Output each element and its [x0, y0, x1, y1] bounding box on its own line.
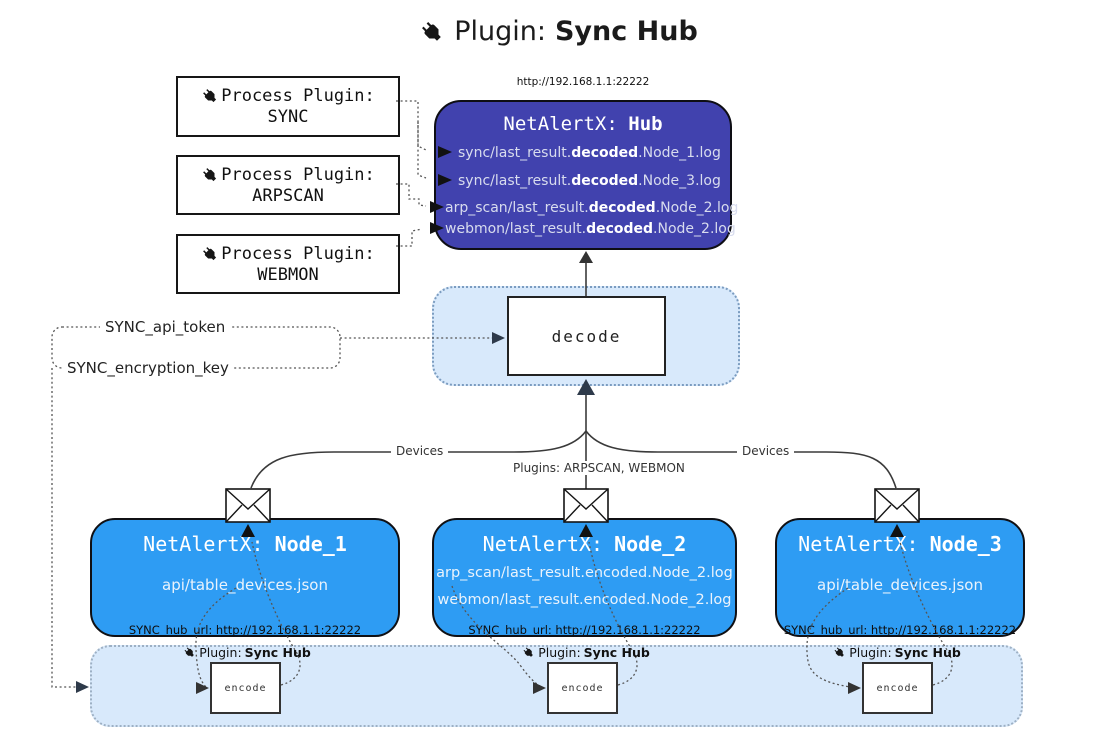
node-2-file: arp_scan/last_result.encoded.Node_2.log [436, 565, 733, 581]
plugins-mid-label: Plugins: ARPSCAN, WEBMON [508, 461, 690, 475]
hub-title-bold: Hub [628, 113, 663, 135]
process-plugin-label: Process Plugin: [221, 86, 375, 106]
node-3-file: api/table_devices.json [817, 576, 983, 594]
process-plugin-label: Process Plugin: [221, 164, 375, 185]
process-plugin-arpscan: Process Plugin: ARPSCAN [176, 155, 400, 215]
arpscan-to-hub-line [396, 183, 427, 207]
process-plugin-sync: Process Plugin: SYNC [176, 76, 400, 137]
plug-icon [202, 166, 219, 183]
page-title-bold: Sync Hub [554, 16, 698, 47]
sync-api-token-label: SYNC_api_token [100, 318, 231, 336]
hub-file-line: arp_scan/last_result.decoded.Node_2.log [445, 200, 739, 216]
node-2-file: webmon/last_result.encoded.Node_2.log [437, 592, 732, 608]
process-plugin-webmon: Process Plugin: WEBMON [176, 234, 400, 294]
hub-title-prefix: NetAlertX: [503, 113, 618, 135]
node-1-encode-box: encode [210, 662, 281, 714]
node-3-title: NetAlertX:Node_3 [798, 532, 1002, 556]
node-1-plugin-label: Plugin:Sync Hub [182, 645, 312, 660]
hub-box: NetAlertX: Hub sync/last_result.decoded.N… [434, 100, 739, 250]
sync-encryption-key-label: SYNC_encryption_key [62, 359, 234, 377]
hub-file-line: sync/last_result.decoded.Node_1.log [458, 145, 721, 161]
plug-icon [420, 20, 444, 43]
node-3-plugin-label: Plugin:Sync Hub [832, 645, 962, 660]
sync-to-hub-line1 [396, 100, 427, 151]
node-1-file: api/table_devices.json [162, 576, 328, 594]
sync-to-hub-line2 [417, 122, 427, 179]
plug-icon [183, 646, 196, 659]
node-3-hub-url: SYNC_hub_url: http://192.168.1.1:22222 [783, 623, 1017, 637]
node-2-title: NetAlertX:Node_2 [482, 532, 687, 556]
node-1-hub-url: SYNC_hub_url: http://192.168.1.1:22222 [128, 623, 362, 637]
node-2-box: NetAlertX:Node_2 arp_scan/last_result.en… [432, 518, 737, 637]
page-title-prefix: Plugin: [454, 16, 546, 47]
decode-box: decode [507, 296, 666, 376]
hub-url: http://192.168.1.1:22222 [516, 76, 650, 88]
hub-file-line: webmon/last_result.decoded.Node_2.log [445, 221, 736, 237]
devices-right-label: Devices [737, 444, 795, 458]
plug-icon [522, 646, 535, 659]
edge-node3 [585, 430, 897, 489]
plug-icon [202, 245, 219, 262]
page-title: Plugin: Sync Hub [0, 16, 1117, 47]
node-3-box: NetAlertX:Node_3 api/table_devices.json … [775, 518, 1025, 637]
node-1-box: NetAlertX:Node_1 api/table_devices.json … [90, 518, 400, 637]
process-plugin-name: ARPSCAN [252, 185, 324, 206]
process-plugin-name: WEBMON [257, 264, 319, 285]
plug-icon [202, 88, 219, 104]
plug-icon [833, 646, 846, 659]
node-2-encode-box: encode [547, 662, 618, 714]
devices-left-label: Devices [391, 444, 449, 458]
env-to-band-line [51, 368, 78, 688]
node-2-plugin-label: Plugin:Sync Hub [521, 645, 651, 660]
process-plugin-label: Process Plugin: [221, 243, 375, 264]
node-1-title: NetAlertX:Node_1 [143, 532, 347, 556]
edge-node1 [250, 430, 587, 489]
node-2-hub-url: SYNC_hub_url: http://192.168.1.1:22222 [468, 623, 701, 637]
node-3-encode-box: encode [862, 662, 933, 714]
hub-file-line: sync/last_result.decoded.Node_3.log [458, 173, 721, 189]
hub-title: NetAlertX: Hub [436, 113, 730, 135]
process-plugin-name: SYNC [267, 107, 309, 127]
